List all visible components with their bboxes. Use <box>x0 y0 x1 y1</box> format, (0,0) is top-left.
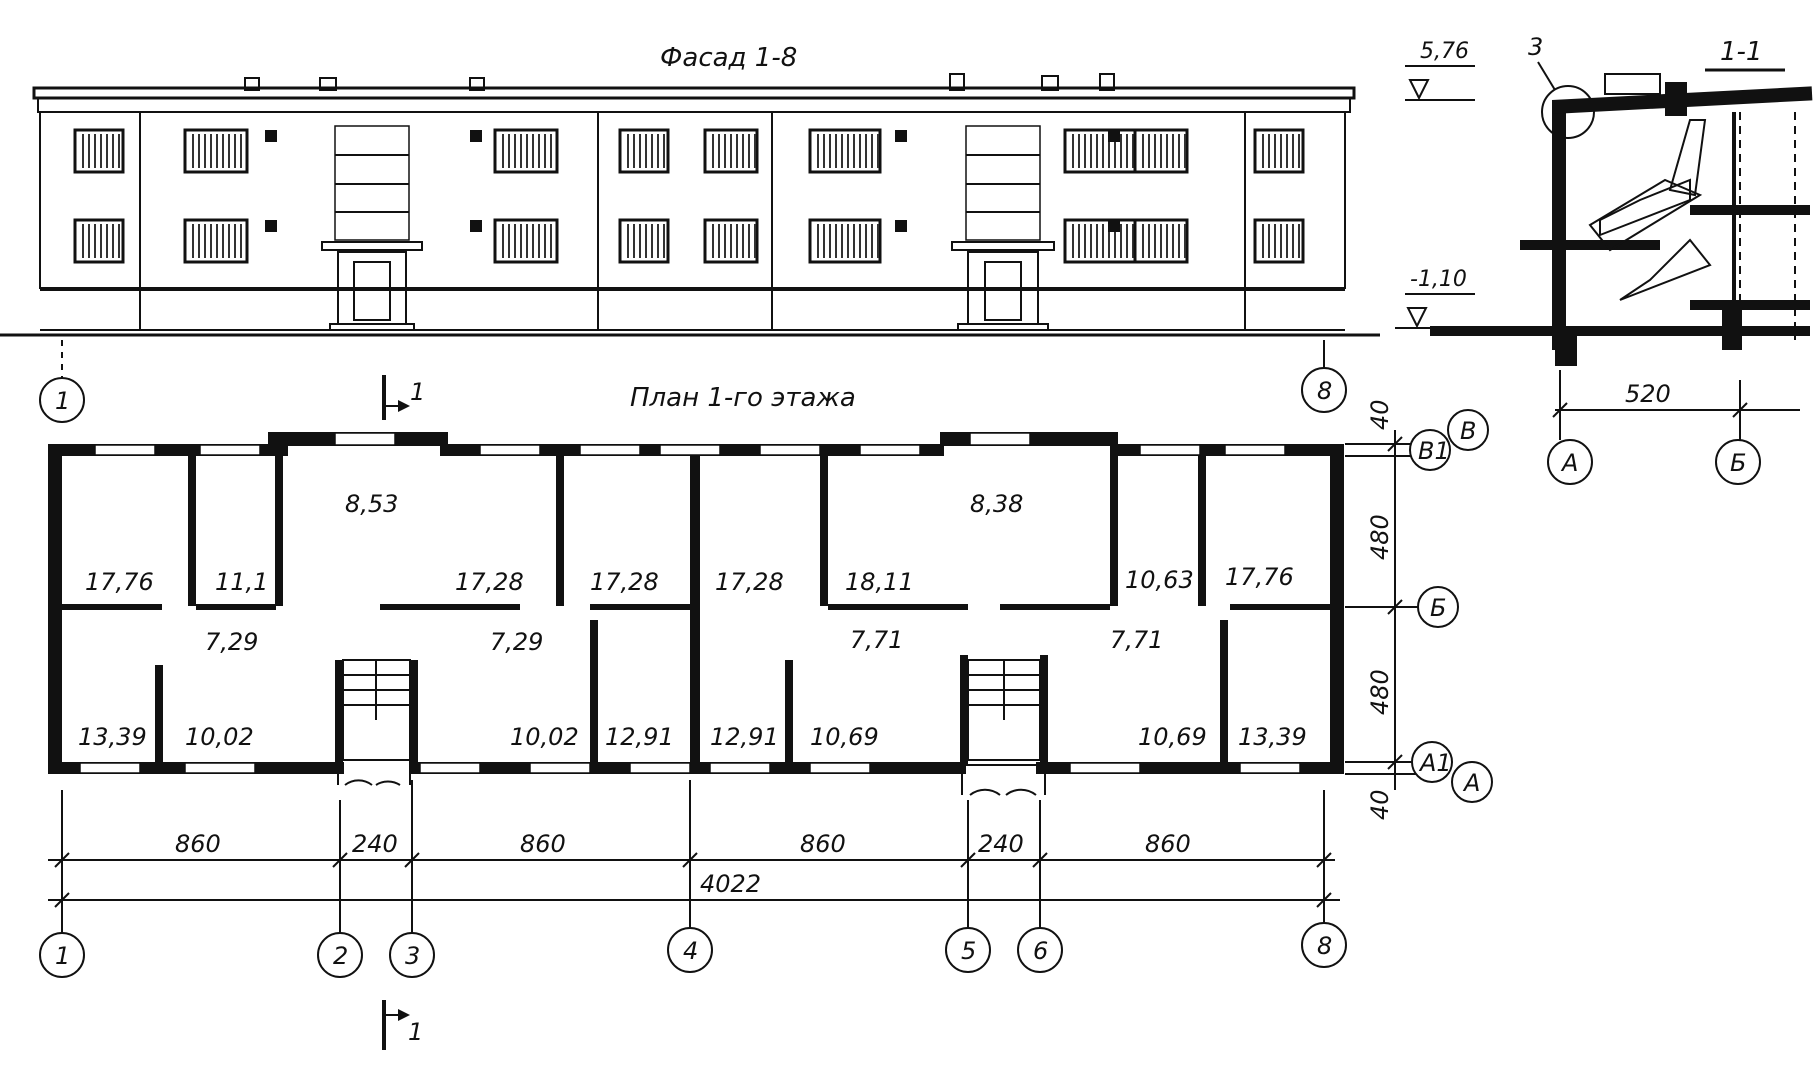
vent-opening <box>265 220 277 232</box>
entrance-right <box>951 125 1055 331</box>
section-1-1: 1-1 3 520 А Б <box>1430 33 1813 485</box>
facade-elevation: Фасад 1-8 <box>0 39 1480 337</box>
axis-label: 5 <box>961 937 976 965</box>
entrance-left <box>321 125 423 331</box>
interior-walls <box>62 456 1330 765</box>
room-area: 12,91 <box>710 723 779 751</box>
dimension-label: 240 <box>352 830 398 858</box>
facade-wall <box>39 111 1346 289</box>
axis-label: 8 <box>1317 377 1332 405</box>
room-area: 7,29 <box>205 628 258 656</box>
room-area: 17,76 <box>85 568 154 596</box>
axis-label: Б <box>1430 594 1446 622</box>
room-area: 10,69 <box>1138 723 1207 751</box>
dimension-label: 860 <box>175 830 221 858</box>
room-area: 17,28 <box>590 568 659 596</box>
vent-opening <box>1108 220 1120 232</box>
room-area: 13,39 <box>78 723 147 751</box>
axis-label: А1 <box>1418 749 1452 777</box>
room-area: 10,69 <box>810 723 879 751</box>
axis-label: 4 <box>683 937 698 965</box>
room-area: 10,02 <box>510 723 579 751</box>
room-area: 10,63 <box>1125 566 1194 594</box>
section-cut-label: 1 <box>410 378 425 406</box>
axis-label: 1 <box>55 942 70 970</box>
room-area: 8,38 <box>970 490 1023 518</box>
facade-title: Фасад 1-8 <box>660 43 797 73</box>
roof-vent <box>1099 73 1115 91</box>
axis-label: В <box>1460 417 1476 445</box>
vent-opening <box>895 220 907 232</box>
level-mark-bottom: -1,10 <box>1395 267 1480 329</box>
room-area: 7,71 <box>1110 626 1163 654</box>
room-area: 7,71 <box>850 626 903 654</box>
level-bottom-label: -1,10 <box>1410 267 1467 292</box>
axis-label: 3 <box>405 942 420 970</box>
cornice <box>32 86 1356 100</box>
room-area: 10,02 <box>185 723 254 751</box>
room-area: 11,1 <box>215 568 268 596</box>
facade-window <box>808 128 882 174</box>
room-area: 18,11 <box>845 568 914 596</box>
vent-opening <box>265 130 277 142</box>
stair-left <box>337 659 411 786</box>
room-area: 17,28 <box>715 568 784 596</box>
section-title: 1-1 <box>1720 37 1762 67</box>
section-cut-label: 1 <box>408 1018 423 1046</box>
plan-title: План 1-го этажа <box>630 383 856 413</box>
stair-right <box>961 659 1046 796</box>
section-cut-top: 1 <box>382 375 425 420</box>
axis-label: Б <box>1730 449 1746 477</box>
roof-vent <box>244 77 260 91</box>
dimension-label: 860 <box>800 830 846 858</box>
dimension-label: 40 <box>1366 789 1394 820</box>
room-area: 7,29 <box>490 628 543 656</box>
axis-label: В1 <box>1418 437 1450 465</box>
dimension-lines-bottom: 860 240 860 860 240 860 4022 <box>48 780 1340 940</box>
dimension-total: 4022 <box>700 870 761 898</box>
axis-label: 2 <box>333 942 348 970</box>
dimension-lines-right: 40 480 480 40 <box>1345 399 1420 820</box>
axis-label: А <box>1462 769 1480 797</box>
room-area: 17,28 <box>455 568 524 596</box>
roof-vent <box>1041 75 1059 91</box>
room-area: 8,53 <box>345 490 398 518</box>
dimension-label: 860 <box>520 830 566 858</box>
facade-window <box>808 218 882 264</box>
axis-bubbles-right: В В1 Б А1 А <box>1409 409 1493 803</box>
level-mark-top: 5,76 <box>1405 39 1475 101</box>
room-area: 17,76 <box>1225 563 1294 591</box>
facade-windows <box>73 128 1305 264</box>
dimension-label: 860 <box>1145 830 1191 858</box>
level-top-label: 5,76 <box>1420 39 1469 64</box>
axis-label: А <box>1560 449 1578 477</box>
vent-opening <box>470 130 482 142</box>
vent-opening <box>1108 130 1120 142</box>
section-cut-bottom: 1 <box>382 1000 423 1050</box>
facade-window <box>1063 128 1137 174</box>
dimension-label: 240 <box>978 830 1024 858</box>
roof-vent <box>319 77 337 91</box>
vent-opening <box>470 220 482 232</box>
detail-callout: 3 <box>1528 33 1543 61</box>
floor-plan: План 1-го этажа 1 8 1 1 <box>39 340 1493 1050</box>
roof-vent <box>469 77 485 91</box>
dimension-label: 480 <box>1366 669 1394 715</box>
section-dimension: 520 <box>1625 380 1671 408</box>
axis-label: 8 <box>1317 932 1332 960</box>
facade-window <box>1063 218 1137 264</box>
axis-label: 6 <box>1033 937 1048 965</box>
roof-vent <box>949 73 965 91</box>
room-areas: 17,76 11,1 8,53 17,28 17,28 17,28 18,11 … <box>78 490 1307 751</box>
dimension-label: 40 <box>1366 399 1394 430</box>
axis-bubbles-bottom: 1 2 3 4 5 6 8 <box>39 922 1347 978</box>
axis-label: 1 <box>55 387 70 415</box>
plan-windows <box>79 432 1301 774</box>
cornice-band <box>37 97 1351 113</box>
room-area: 13,39 <box>1238 723 1307 751</box>
dimension-label: 480 <box>1366 514 1394 560</box>
room-area: 12,91 <box>605 723 674 751</box>
vent-opening <box>895 130 907 142</box>
